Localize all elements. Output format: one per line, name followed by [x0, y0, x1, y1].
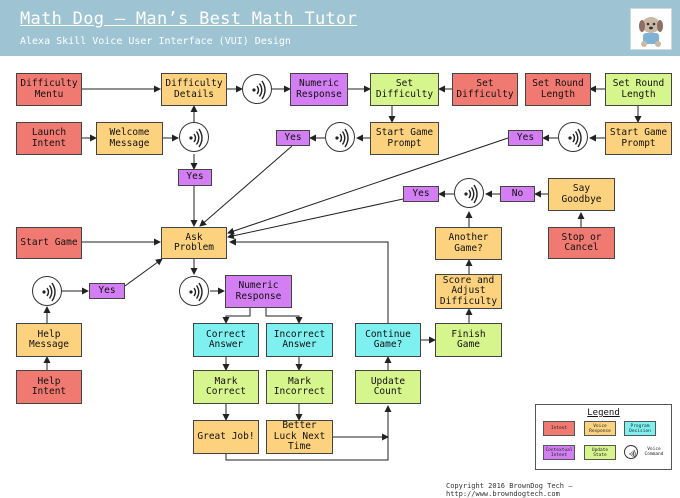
stop-or-cancel-intent: Stop or Cancel — [548, 227, 615, 259]
set-difficulty-intent: Set Difficulty — [452, 73, 518, 106]
numeric-response-contextual-top: Numeric Response — [290, 73, 348, 106]
start-game-prompt-response-1: Start Game Prompt — [370, 122, 439, 155]
finish-game-state: Finish Game — [435, 323, 502, 357]
yes-contextual-help: Yes — [89, 283, 125, 299]
page-title: Math Dog – Man’s Best Math Tutor — [20, 9, 358, 29]
correct-answer-decision: Correct Answer — [193, 323, 259, 357]
numeric-response-contextual-mid: Numeric Response — [225, 275, 292, 308]
set-difficulty-state: Set Difficulty — [370, 73, 439, 106]
better-luck-response: Better Luck Next Time — [266, 420, 333, 454]
voice-command-icon — [558, 122, 588, 152]
another-game-response: Another Game? — [435, 227, 502, 260]
legend-contextual-intent: Contextual Intent — [543, 445, 575, 460]
legend-program-decision: Program Decision — [624, 421, 656, 436]
legend-intent: Intent — [543, 421, 575, 436]
legend-update-state: Update State — [584, 445, 616, 460]
great-job-response: Great Job! — [193, 420, 259, 454]
difficulty-mentu-intent: Difficulty Mentu — [16, 73, 82, 106]
voice-command-icon — [325, 122, 355, 152]
legend-title: Legend — [587, 408, 620, 418]
mark-incorrect-state: Mark Incorrect — [266, 370, 333, 404]
header-bar: Math Dog – Man’s Best Math Tutor Alexa S… — [0, 0, 680, 56]
voice-command-icon — [242, 74, 272, 104]
start-game-intent: Start Game — [16, 227, 82, 259]
no-contextual: No — [500, 186, 535, 202]
copyright-footer: Copyright 2016 BrownDog Tech – http://ww… — [446, 482, 573, 498]
help-intent: Help Intent — [16, 370, 82, 404]
mark-correct-state: Mark Correct — [193, 370, 259, 404]
voice-command-icon — [454, 178, 484, 208]
incorrect-answer-decision: Incorrect Answer — [266, 323, 333, 357]
legend-voice-command-icon — [624, 445, 638, 459]
ask-problem-response: Ask Problem — [161, 227, 227, 259]
launch-intent: Launch Intent — [16, 122, 82, 155]
legend: Legend Intent Voice Response Program Dec… — [535, 404, 672, 470]
start-game-prompt-response-2: Start Game Prompt — [605, 122, 672, 155]
welcome-message-response: Welcome Message — [96, 122, 163, 155]
yes-contextual-2: Yes — [276, 130, 310, 146]
legend-voice-command-label: Voice Command — [644, 447, 664, 457]
score-and-adjust-response: Score and Adjust Difficulty — [435, 274, 502, 309]
update-count-state: Update Count — [355, 370, 421, 404]
yes-contextual-3: Yes — [508, 130, 543, 146]
legend-voice-response: Voice Response — [584, 421, 616, 436]
yes-contextual-1: Yes — [178, 169, 212, 186]
page-subtitle: Alexa Skill Voice User Interface (VUI) D… — [20, 36, 291, 47]
set-round-length-intent: Set Round Length — [525, 73, 591, 106]
voice-command-icon — [179, 122, 209, 152]
set-round-length-state: Set Round Length — [605, 73, 672, 106]
voice-command-icon — [179, 276, 209, 306]
say-goodbye-response: Say Goodbye — [548, 178, 615, 211]
yes-contextual-another: Yes — [403, 186, 439, 202]
help-message-response: Help Message — [16, 323, 82, 357]
continue-game-decision: Continue Game? — [355, 323, 421, 357]
difficulty-details-response: Difficulty Details — [161, 73, 227, 106]
voice-command-icon — [32, 276, 62, 306]
dog-logo — [630, 8, 672, 50]
